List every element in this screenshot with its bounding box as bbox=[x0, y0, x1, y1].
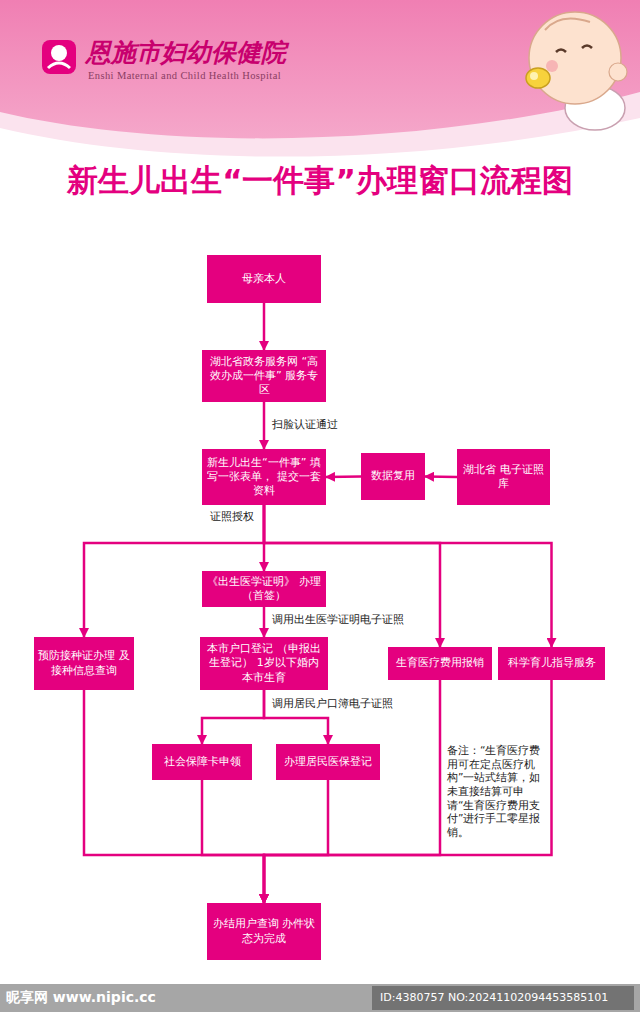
edge-label: 证照授权 bbox=[208, 510, 256, 523]
watermark-id-box bbox=[372, 986, 634, 1010]
box-text: 预防接种证办理 及接种信息查询 bbox=[38, 649, 130, 678]
service-box: 预防接种证办理 及接种信息查询 bbox=[34, 637, 134, 690]
flow-connector bbox=[84, 690, 264, 903]
flow-connector bbox=[202, 780, 264, 903]
edge-label: 调用居民户口簿电子证照 bbox=[270, 697, 395, 710]
box-text: 母亲本人 bbox=[242, 272, 286, 286]
flow-connector bbox=[425, 475, 457, 478]
service-box: 生育医疗费用报销 bbox=[388, 647, 492, 680]
hospital-logo bbox=[42, 40, 76, 74]
process-box: 湖北省政务服务网 “高效办成一件事” 服务专区 bbox=[202, 350, 326, 402]
hospital-name-english: Enshi Maternal and Child Health Hospital bbox=[88, 70, 281, 81]
flow-connector bbox=[264, 780, 328, 903]
watermark: 昵享网 www.nipic.cc bbox=[6, 989, 156, 1007]
note-text: 备注：“生育医疗费用可在定点医疗机构”一站式结算，如未直接结算可申请“生育医疗费… bbox=[447, 744, 544, 839]
data-source-box: 湖北省 电子证照库 bbox=[457, 449, 550, 505]
flow-connector bbox=[263, 303, 266, 350]
flow-connector bbox=[264, 680, 440, 903]
box-text: 新生儿出生“一件事” 填写一张表单， 提交一套资料 bbox=[206, 456, 322, 499]
start-box: 母亲本人 bbox=[207, 255, 321, 303]
flow-connector bbox=[264, 680, 552, 903]
edge-label: 扫脸认证通过 bbox=[270, 418, 340, 431]
process-box: 数据复用 bbox=[361, 453, 425, 500]
end-box: 办结用户查询 办件状态为完成 bbox=[207, 903, 321, 960]
hospital-name: 恩施市妇幼保健院 bbox=[86, 36, 286, 69]
flow-connector bbox=[202, 690, 264, 744]
service-box: 科学育儿指导服务 bbox=[498, 647, 605, 680]
flow-connector bbox=[326, 475, 361, 478]
diagram-title: 新生儿出生“一件事”办理窗口流程图 bbox=[0, 160, 640, 202]
edge-label: 调用出生医学证明电子证照 bbox=[270, 613, 406, 626]
watermark-bar bbox=[0, 984, 640, 1012]
box-text: 本市户口登记 （申报出生登记） 1岁以下婚内本市生育 bbox=[204, 642, 324, 685]
flow-connector bbox=[263, 402, 266, 449]
process-box: 新生儿出生“一件事” 填写一张表单， 提交一套资料 bbox=[202, 449, 326, 505]
process-box: 《出生医学证明》 办理（首签） bbox=[202, 571, 326, 607]
box-text: 办理居民医保登记 bbox=[284, 755, 372, 769]
service-box: 办理居民医保登记 bbox=[276, 744, 380, 780]
watermark-id: ID:4380757 NO:20241102094453585101 bbox=[380, 991, 608, 1004]
service-box: 社会保障卡申领 bbox=[152, 744, 252, 780]
box-text: 《出生医学证明》 办理（首签） bbox=[206, 575, 322, 604]
process-box: 本市户口登记 （申报出生登记） 1岁以下婚内本市生育 bbox=[200, 637, 328, 690]
box-text: 数据复用 bbox=[371, 469, 415, 483]
box-text: 社会保障卡申领 bbox=[164, 755, 241, 769]
box-text: 湖北省 电子证照库 bbox=[461, 463, 546, 492]
baby-illustration bbox=[526, 12, 627, 130]
box-text: 科学育儿指导服务 bbox=[508, 656, 596, 670]
box-text: 生育医疗费用报销 bbox=[396, 656, 484, 670]
header-wave bbox=[0, 92, 640, 1024]
box-text: 湖北省政务服务网 “高效办成一件事” 服务专区 bbox=[206, 355, 322, 398]
page-ground bbox=[0, 118, 640, 1024]
box-text: 办结用户查询 办件状态为完成 bbox=[211, 917, 317, 946]
flow-connector bbox=[263, 607, 266, 637]
